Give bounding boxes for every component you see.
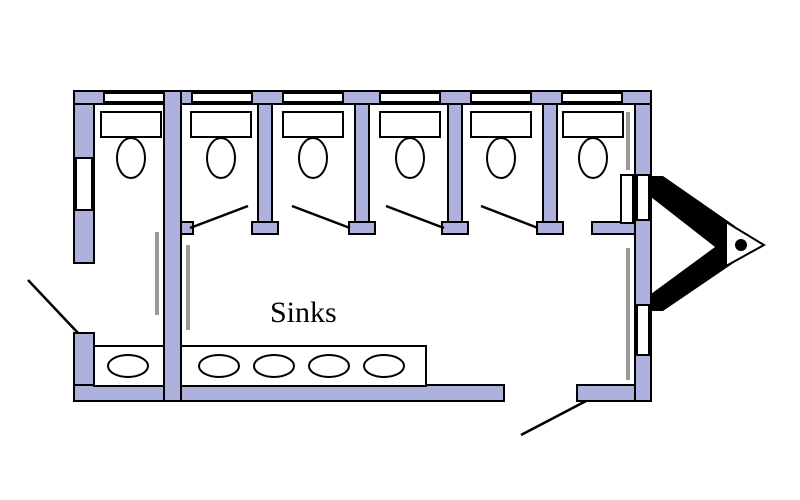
toilet-tank — [282, 111, 344, 138]
stall-partition-foot — [251, 221, 279, 235]
toilet-bowl — [116, 137, 146, 179]
toilet-tank — [190, 111, 252, 138]
stall-partition — [257, 103, 273, 227]
top-window — [379, 92, 441, 103]
sink-basin — [198, 354, 240, 378]
stall-partitions — [180, 103, 636, 235]
stall-partition — [542, 103, 558, 227]
top-window — [561, 92, 623, 103]
toilet-bowl — [206, 137, 236, 179]
sink-basin — [308, 354, 350, 378]
stall-partition — [447, 103, 463, 227]
stall-partition-foot — [536, 221, 564, 235]
exterior-walls — [73, 90, 652, 402]
toilets — [100, 111, 624, 179]
trailer-hitch — [651, 176, 766, 311]
toilet-tank — [379, 111, 441, 138]
sink-basin — [253, 354, 295, 378]
right-window — [636, 304, 650, 356]
toilet-bowl — [298, 137, 328, 179]
toilet-tank — [562, 111, 624, 138]
stall-partition-foot — [441, 221, 469, 235]
toilet-bowl — [578, 137, 608, 179]
stall-partition-foot — [348, 221, 376, 235]
left-entry-door — [27, 279, 79, 334]
top-window — [282, 92, 344, 103]
top-window — [191, 92, 253, 103]
stall-partition — [354, 103, 370, 227]
toilet-bowl — [486, 137, 516, 179]
sinks-label: Sinks — [270, 296, 337, 329]
top-window — [470, 92, 532, 103]
right-inner-panel — [620, 174, 634, 224]
stall-door — [385, 204, 445, 230]
bottom-entry-door — [520, 399, 587, 437]
stall-doors — [189, 204, 539, 230]
stall-partition-foot — [591, 221, 636, 235]
sink-basin — [363, 354, 405, 378]
stall-door — [189, 204, 249, 230]
sink-counters — [93, 345, 427, 387]
stall-door — [480, 204, 539, 230]
top-window — [103, 92, 165, 103]
left-window — [75, 157, 93, 211]
hitch-ball — [735, 239, 747, 251]
right-window — [636, 174, 650, 221]
hitch-frame — [651, 176, 735, 311]
toilet-bowl — [395, 137, 425, 179]
toilet-tank — [470, 111, 532, 138]
divider-wall — [163, 90, 182, 402]
toilet-tank — [100, 111, 162, 138]
entry-doors — [27, 279, 587, 437]
bottom-wall-left — [73, 384, 505, 402]
sink-basin — [107, 354, 149, 378]
stall-door — [291, 204, 351, 230]
gray-panels — [155, 112, 634, 380]
